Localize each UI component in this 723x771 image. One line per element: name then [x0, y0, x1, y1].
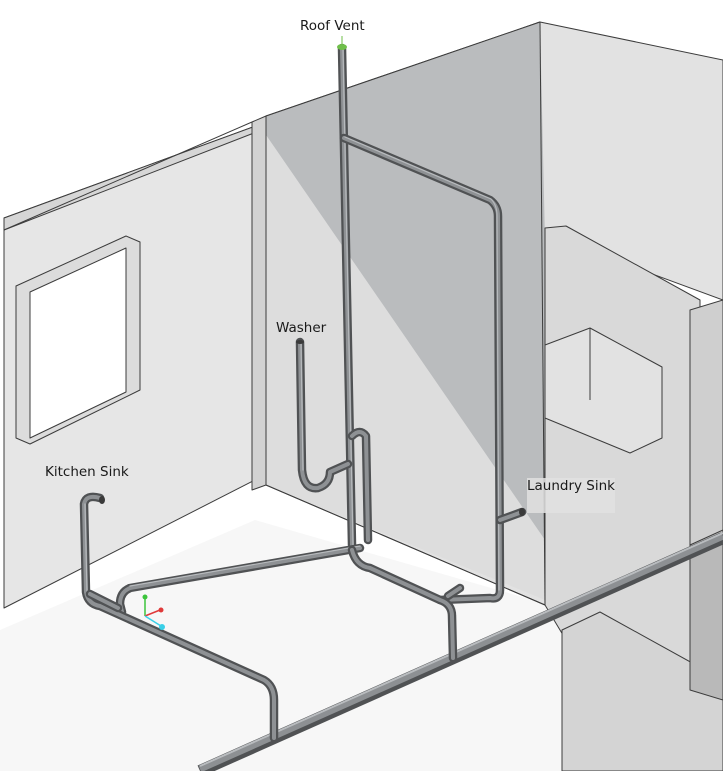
- roof-vent-label: Roof Vent: [300, 18, 365, 34]
- laundry-sink-opening: [519, 508, 525, 516]
- kitchen-sink-label: Kitchen Sink: [45, 464, 129, 480]
- laundry-sink-label: Laundry Sink: [527, 478, 615, 513]
- washer-label: Washer: [276, 320, 327, 336]
- main-drain-pipe: [197, 532, 723, 771]
- washer-opening: [296, 340, 304, 344]
- kitchen-sink-opening: [99, 496, 105, 504]
- axis-gizmo: [142, 594, 165, 630]
- drain-pipes: [79, 43, 527, 743]
- roof-vent-cap: [337, 44, 347, 50]
- window: [15, 235, 141, 445]
